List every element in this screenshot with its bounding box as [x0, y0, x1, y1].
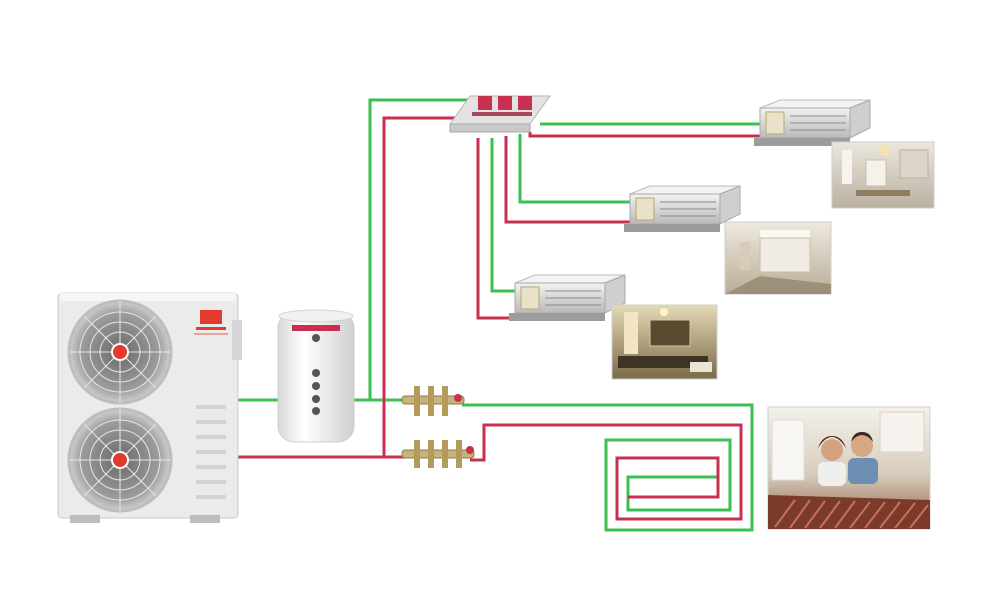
return-pipe-fancoil-1: [528, 132, 762, 138]
fan-coil-unit-2: [624, 185, 741, 232]
return-pipe-fancoil-2: [504, 136, 632, 224]
water-tank-icon: [277, 309, 355, 443]
return-pipe-fancoil-3: [476, 138, 517, 320]
room-photo-hall: [724, 221, 832, 295]
supply-pipe-fancoil-3: [490, 138, 517, 293]
fan-grille-icon: [67, 407, 173, 513]
water-distributor-icon: [449, 95, 551, 133]
outdoor-heat-pump-unit: [57, 292, 242, 523]
pipe-network: [237, 98, 762, 532]
floor-return-loop: [470, 423, 743, 521]
return-riser: [382, 116, 470, 457]
floor-heating-manifold-icon: [401, 386, 475, 468]
room-photo-dining: [831, 141, 935, 209]
floor-supply-loop: [462, 403, 754, 532]
fan-grille-icon: [67, 299, 173, 405]
room-photo-floor-heating-family: [767, 406, 931, 530]
brand-logo-icon: [194, 310, 228, 335]
supply-pipe-fancoil-2: [518, 134, 632, 204]
room-photo-living: [611, 304, 718, 380]
supply-riser: [368, 98, 470, 400]
side-louver-panel: [196, 405, 226, 499]
fan-coil-unit-1: [754, 99, 871, 146]
fan-coil-unit-3: [509, 274, 626, 321]
